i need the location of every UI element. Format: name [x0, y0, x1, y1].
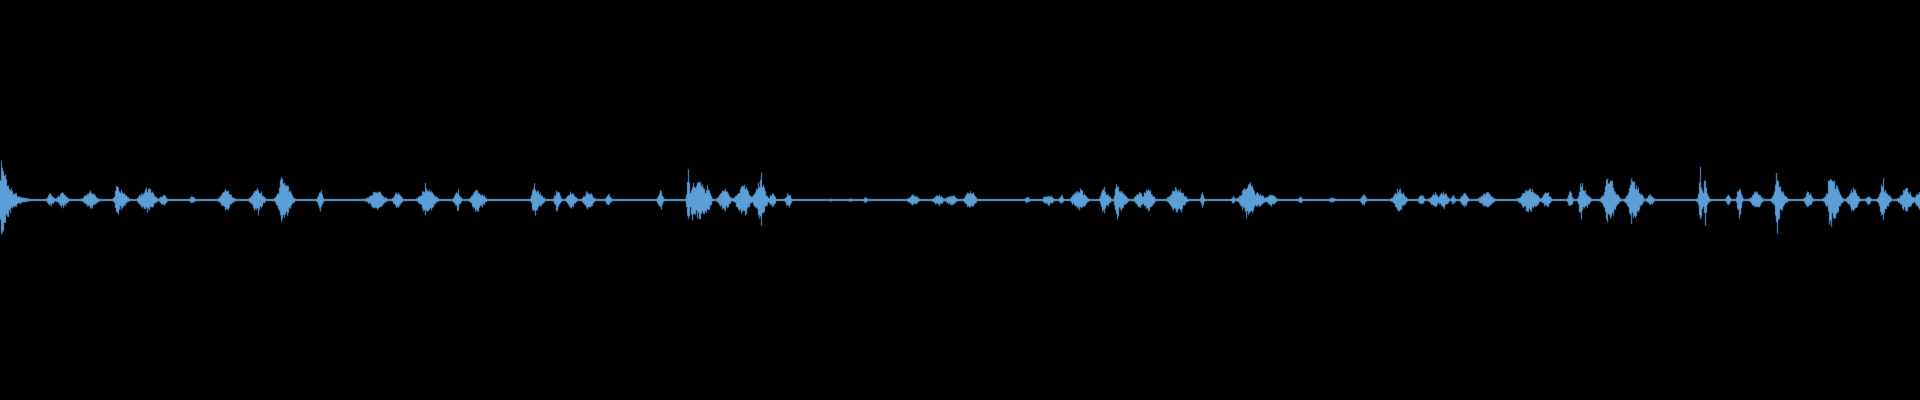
waveform-canvas [0, 0, 1920, 400]
page: { "page": { "background_color": "#000000… [0, 0, 1920, 400]
audio-waveform [0, 0, 1920, 400]
